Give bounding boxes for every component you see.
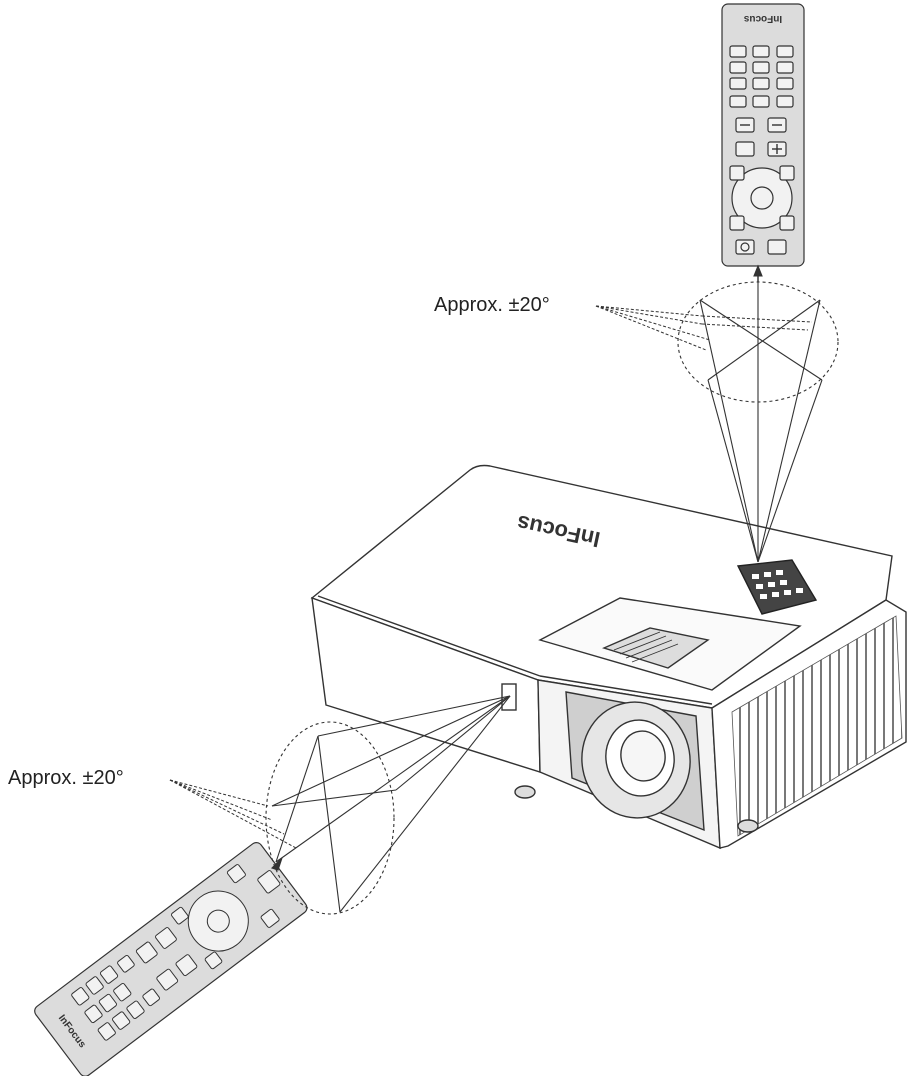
front-foot	[514, 785, 536, 799]
top-keypad	[736, 559, 818, 615]
zoom-ring-control	[601, 627, 710, 669]
top-remote-brand-logo: InFocus	[743, 13, 782, 24]
bottom-remote: InFocus	[34, 842, 308, 1076]
front-angle-label: Approx. ±20°	[8, 767, 124, 789]
projector-vent-grille	[731, 615, 903, 837]
front-angle-circle	[265, 721, 395, 915]
top-angle-label: Approx. ±20°	[434, 294, 550, 316]
projector	[310, 464, 907, 850]
front-reception-cone	[265, 695, 511, 915]
rear-foot	[737, 819, 759, 833]
front-angle-pointer-lines	[169, 779, 297, 849]
top-angle-pointer-lines	[595, 305, 813, 351]
top-reception-cone	[677, 264, 839, 563]
top-remote	[721, 3, 805, 267]
